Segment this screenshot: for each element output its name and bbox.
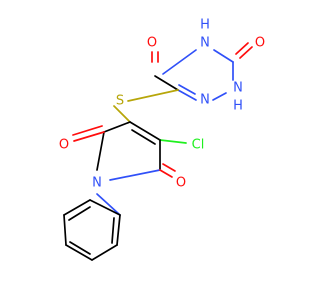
bond-ph-3-double xyxy=(69,241,91,255)
bond-n4-c3 xyxy=(213,49,234,63)
bond-n-ph xyxy=(96,193,121,216)
atom-cl: Cl xyxy=(192,138,205,153)
bond-c5p-o xyxy=(159,169,173,178)
bond-n2-n1 xyxy=(212,92,227,101)
bond-c2p-o-double xyxy=(72,125,103,136)
bond-n1-c6 xyxy=(177,89,197,101)
bond-c3-o xyxy=(239,46,253,59)
molecule-structure-diagram: O H N O N N H S O Cl N O xyxy=(59,18,265,261)
bond-ph-5-double xyxy=(68,206,91,221)
atom-n-triazine-1: N xyxy=(200,93,210,108)
atom-nh-triazine-4-h: H xyxy=(200,18,210,33)
bond-c5-n4 xyxy=(162,49,197,75)
bond-ph-3 xyxy=(65,244,93,261)
atom-nh-triazine-2-n: N xyxy=(233,81,243,96)
bond-c4p-cl xyxy=(159,139,187,144)
bond-ph-2 xyxy=(91,244,118,261)
bond-c3-o-double xyxy=(235,42,249,55)
atom-nh-triazine-4-n: N xyxy=(200,36,210,51)
bond-c3p-c4p-double xyxy=(131,129,156,145)
bond-ph-1-double xyxy=(111,217,115,244)
bond-c2p-n xyxy=(96,131,105,171)
bond-c5p-n xyxy=(109,169,161,181)
bond-c3p-c2p xyxy=(103,121,131,133)
bond-c2p-o xyxy=(73,131,105,142)
bond-c3p-c4p xyxy=(129,121,161,141)
bond-ph-5 xyxy=(63,199,91,216)
bond-n1-c6-double xyxy=(178,84,196,95)
atom-s-thioether: S xyxy=(116,94,124,109)
atom-nh-triazine-2: N H xyxy=(233,81,243,114)
atom-nh-triazine-2-h: H xyxy=(233,99,243,114)
bond-ph-4 xyxy=(63,214,67,246)
bond-c5p-o-double xyxy=(162,163,176,172)
atom-o-triazine-c3: O xyxy=(255,36,265,51)
bond-layer xyxy=(63,42,253,261)
bond-c6-s xyxy=(127,89,179,102)
bond-ph-6 xyxy=(89,199,121,216)
atom-o-triazine-c5: O xyxy=(147,36,157,51)
atom-o-pyrrole-c5: O xyxy=(176,176,186,191)
bond-s-c3p xyxy=(113,105,131,123)
atom-label-layer: O H N O N N H S O Cl N O xyxy=(59,18,265,191)
bond-ph-1 xyxy=(116,214,121,246)
atom-o-pyrrole-c2: O xyxy=(59,138,69,153)
atom-nh-triazine-4: H N xyxy=(200,18,210,51)
atom-n-pyrrole: N xyxy=(92,176,102,191)
bond-c6-c5 xyxy=(154,75,179,91)
